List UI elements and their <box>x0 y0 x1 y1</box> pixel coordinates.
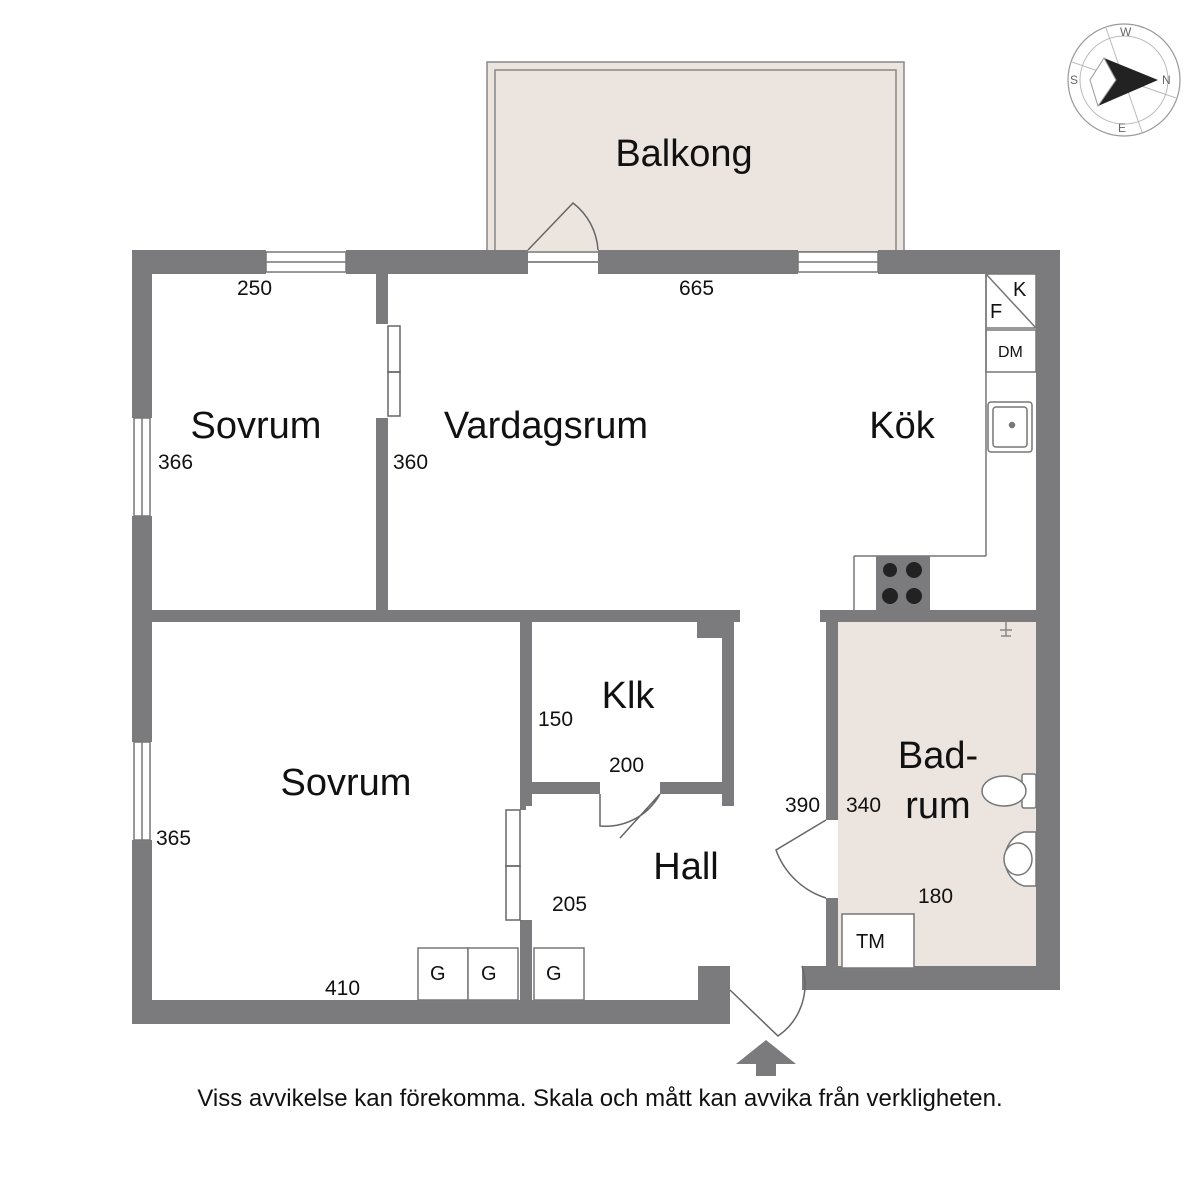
room-closet: Klk <box>602 675 656 717</box>
dishwasher-label: DM <box>998 344 1023 361</box>
dim-bedroom-bottom-depth: 365 <box>156 827 191 850</box>
compass-needle-icon <box>1098 58 1158 106</box>
kitchen-counter <box>853 273 1037 610</box>
compass-west: W <box>1120 25 1132 39</box>
room-living: Vardagsrum <box>444 405 648 447</box>
entrance-arrow <box>736 1040 796 1076</box>
fridge-label: K <box>1013 279 1027 301</box>
compass: N S W E <box>1067 23 1181 137</box>
toilet <box>981 773 1037 809</box>
compass-east: E <box>1118 121 1126 135</box>
kitchen-sink <box>987 401 1033 453</box>
washing-machine-label: TM <box>856 931 885 953</box>
room-hall: Hall <box>653 846 718 888</box>
dim-closet-width: 200 <box>609 754 644 777</box>
disclaimer-text: Viss avvikelse kan förekomma. Skala och … <box>197 1085 1002 1112</box>
shower-head <box>1000 622 1012 637</box>
room-bathroom-line2: rum <box>905 785 970 827</box>
dim-hall-depth: 390 <box>785 794 820 817</box>
windows <box>133 251 879 841</box>
compass-north: N <box>1162 73 1171 87</box>
compass-south: S <box>1070 73 1078 87</box>
room-kitchen: Kök <box>869 405 935 447</box>
washing-machine <box>841 913 915 969</box>
wardrobe-2-label: G <box>481 963 497 985</box>
wardrobes <box>417 947 585 1001</box>
room-bedroom-top: Sovrum <box>191 405 322 447</box>
doors <box>387 201 827 1037</box>
stove <box>876 556 930 610</box>
dim-hall-width: 205 <box>552 893 587 916</box>
dim-bedroom-top-width: 250 <box>237 277 272 300</box>
wardrobe-3-label: G <box>546 963 562 985</box>
room-balcony: Balkong <box>615 133 752 175</box>
dim-living-width: 665 <box>679 277 714 300</box>
walls <box>132 250 1060 1024</box>
freezer-label: F <box>990 301 1002 323</box>
dim-bath-width: 180 <box>918 885 953 908</box>
room-bedroom-bottom: Sovrum <box>281 762 412 804</box>
dim-bedroom-bottom-width: 410 <box>325 977 360 1000</box>
dim-living-depth: 360 <box>393 451 428 474</box>
dim-bedroom-top-depth: 366 <box>158 451 193 474</box>
bathroom-sink <box>1003 831 1037 887</box>
dim-bath-depth: 340 <box>846 794 881 817</box>
room-bathroom-line1: Bad- <box>898 735 978 777</box>
dim-closet-depth: 150 <box>538 708 573 731</box>
wardrobe-1-label: G <box>430 963 446 985</box>
